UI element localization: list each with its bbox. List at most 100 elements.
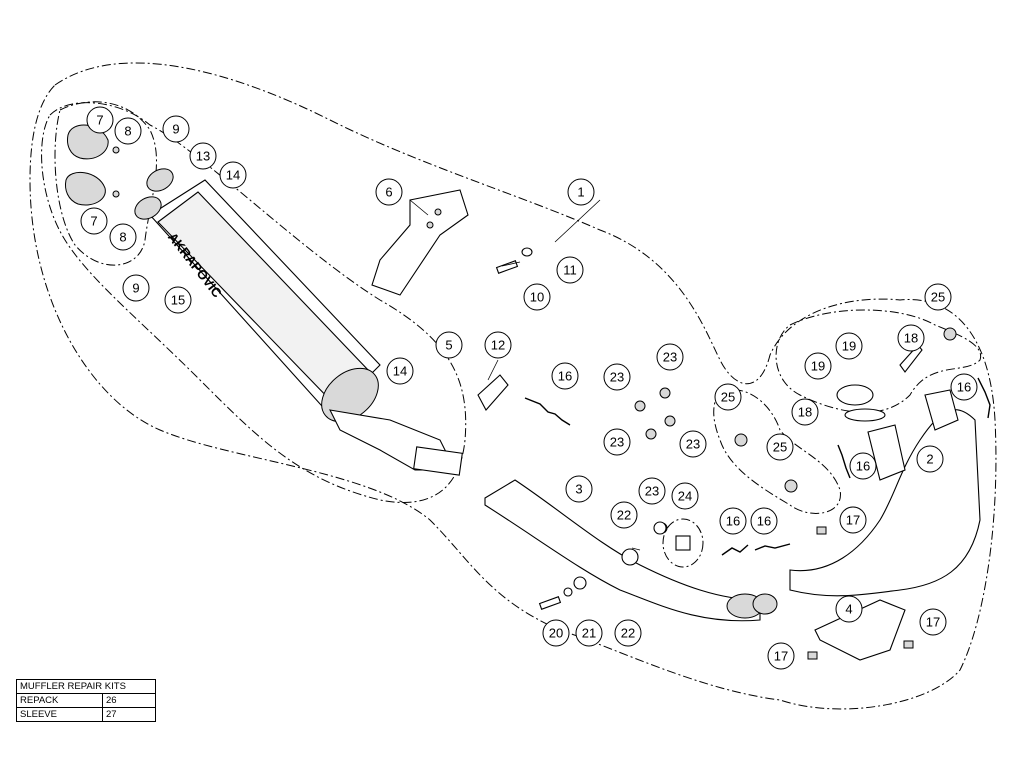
callout-16-lower-left: 16 xyxy=(719,507,747,535)
callout-7-bottom: 7 xyxy=(80,207,108,235)
callout-16-right: 16 xyxy=(950,373,978,401)
kits-table-row: SLEEVE 27 xyxy=(16,707,156,722)
svg-text:23: 23 xyxy=(610,435,624,450)
callout-21: 21 xyxy=(575,619,603,647)
svg-text:24: 24 xyxy=(678,489,692,504)
callout-16-lower-right: 16 xyxy=(750,507,778,535)
svg-text:19: 19 xyxy=(811,359,825,374)
callout-22-middle: 22 xyxy=(610,501,638,529)
muffler-repair-kits-table: MUFFLER REPAIR KITS REPACK 26 SLEEVE 27 xyxy=(16,679,156,722)
callout-16-middle: 16 xyxy=(551,362,579,390)
svg-text:16: 16 xyxy=(957,380,971,395)
clips xyxy=(807,526,914,660)
svg-text:22: 22 xyxy=(621,626,635,641)
muffler-outlet-tips xyxy=(134,168,174,220)
spring-stops xyxy=(734,327,957,493)
kit-number: 26 xyxy=(102,693,156,708)
callout-18-left: 18 xyxy=(791,398,819,426)
kits-table-title: MUFFLER REPAIR KITS xyxy=(16,679,156,694)
callout-12: 12 xyxy=(484,331,512,359)
svg-text:16: 16 xyxy=(856,459,870,474)
svg-text:23: 23 xyxy=(645,484,659,499)
callout-5: 5 xyxy=(435,331,463,359)
callout-10: 10 xyxy=(523,283,551,311)
leader-lines xyxy=(409,199,641,551)
callout-17-bottom-left: 17 xyxy=(767,642,795,670)
svg-text:3: 3 xyxy=(575,482,582,497)
svg-text:16: 16 xyxy=(558,369,572,384)
svg-text:23: 23 xyxy=(686,437,700,452)
assembly-outline xyxy=(29,62,997,710)
callout-17-bottom-right: 17 xyxy=(919,608,947,636)
svg-text:20: 20 xyxy=(549,626,563,641)
svg-text:12: 12 xyxy=(491,338,505,353)
svg-text:19: 19 xyxy=(842,339,856,354)
callout-9-bottom: 9 xyxy=(122,274,150,302)
svg-text:22: 22 xyxy=(617,508,631,523)
callout-8-top: 8 xyxy=(114,117,142,145)
springs-lower xyxy=(721,543,791,556)
callout-7-top: 7 xyxy=(86,106,114,134)
svg-text:11: 11 xyxy=(563,263,577,278)
callout-3: 3 xyxy=(565,475,593,503)
svg-text:23: 23 xyxy=(663,350,677,365)
svg-text:4: 4 xyxy=(845,602,852,617)
svg-text:9: 9 xyxy=(132,281,139,296)
svg-text:9: 9 xyxy=(172,122,179,137)
svg-text:1: 1 xyxy=(577,185,584,200)
callout-23-3: 23 xyxy=(603,428,631,456)
svg-text:17: 17 xyxy=(926,615,940,630)
callout-6: 6 xyxy=(375,178,403,206)
callout-25-middle: 25 xyxy=(766,433,794,461)
svg-text:2: 2 xyxy=(926,452,933,467)
svg-text:16: 16 xyxy=(757,514,771,529)
kit-number: 27 xyxy=(102,707,156,722)
svg-text:25: 25 xyxy=(931,290,945,305)
callout-15: 15 xyxy=(164,286,192,314)
link-pipe xyxy=(484,479,778,622)
svg-text:6: 6 xyxy=(385,185,392,200)
muffler-group-outline xyxy=(41,102,467,503)
callout-2: 2 xyxy=(916,445,944,473)
svg-text:14: 14 xyxy=(226,168,240,183)
callout-19-left: 19 xyxy=(804,352,832,380)
svg-text:8: 8 xyxy=(124,124,131,139)
callout-25-right: 25 xyxy=(924,283,952,311)
kit-name: REPACK xyxy=(16,693,103,708)
callout-9-top: 9 xyxy=(162,115,190,143)
svg-text:14: 14 xyxy=(393,364,407,379)
svg-text:13: 13 xyxy=(196,149,210,164)
kits-table-header-row: MUFFLER REPAIR KITS xyxy=(16,679,156,694)
callout-8-bottom: 8 xyxy=(109,223,137,251)
springs-right xyxy=(837,377,991,479)
callout-13: 13 xyxy=(189,142,217,170)
svg-text:16: 16 xyxy=(726,514,740,529)
callout-18-top: 18 xyxy=(897,324,925,352)
svg-text:25: 25 xyxy=(773,440,787,455)
svg-text:25: 25 xyxy=(721,390,735,405)
end-caps xyxy=(65,124,120,206)
callout-23-2: 23 xyxy=(656,343,684,371)
callout-11: 11 xyxy=(556,256,584,284)
spring-middle xyxy=(524,397,571,426)
svg-text:21: 21 xyxy=(582,626,596,641)
spring-bracket-group-outline xyxy=(662,518,704,568)
gasket-group-outline xyxy=(775,309,982,413)
kits-table-row: REPACK 26 xyxy=(16,693,156,708)
spring-bracket xyxy=(675,535,691,551)
svg-text:18: 18 xyxy=(798,405,812,420)
svg-text:23: 23 xyxy=(610,370,624,385)
callout-14-bottom: 14 xyxy=(386,357,414,385)
callout-24: 24 xyxy=(671,482,699,510)
bolt-and-washer xyxy=(495,247,533,274)
bracket xyxy=(814,599,906,661)
svg-text:10: 10 xyxy=(530,290,544,305)
nuts xyxy=(634,387,676,534)
callout-23-5: 23 xyxy=(638,477,666,505)
callout-23-4: 23 xyxy=(679,430,707,458)
callout-1: 1 xyxy=(567,178,595,206)
callout-14-top: 14 xyxy=(219,161,247,189)
clamp xyxy=(477,374,509,411)
svg-text:5: 5 xyxy=(445,338,452,353)
